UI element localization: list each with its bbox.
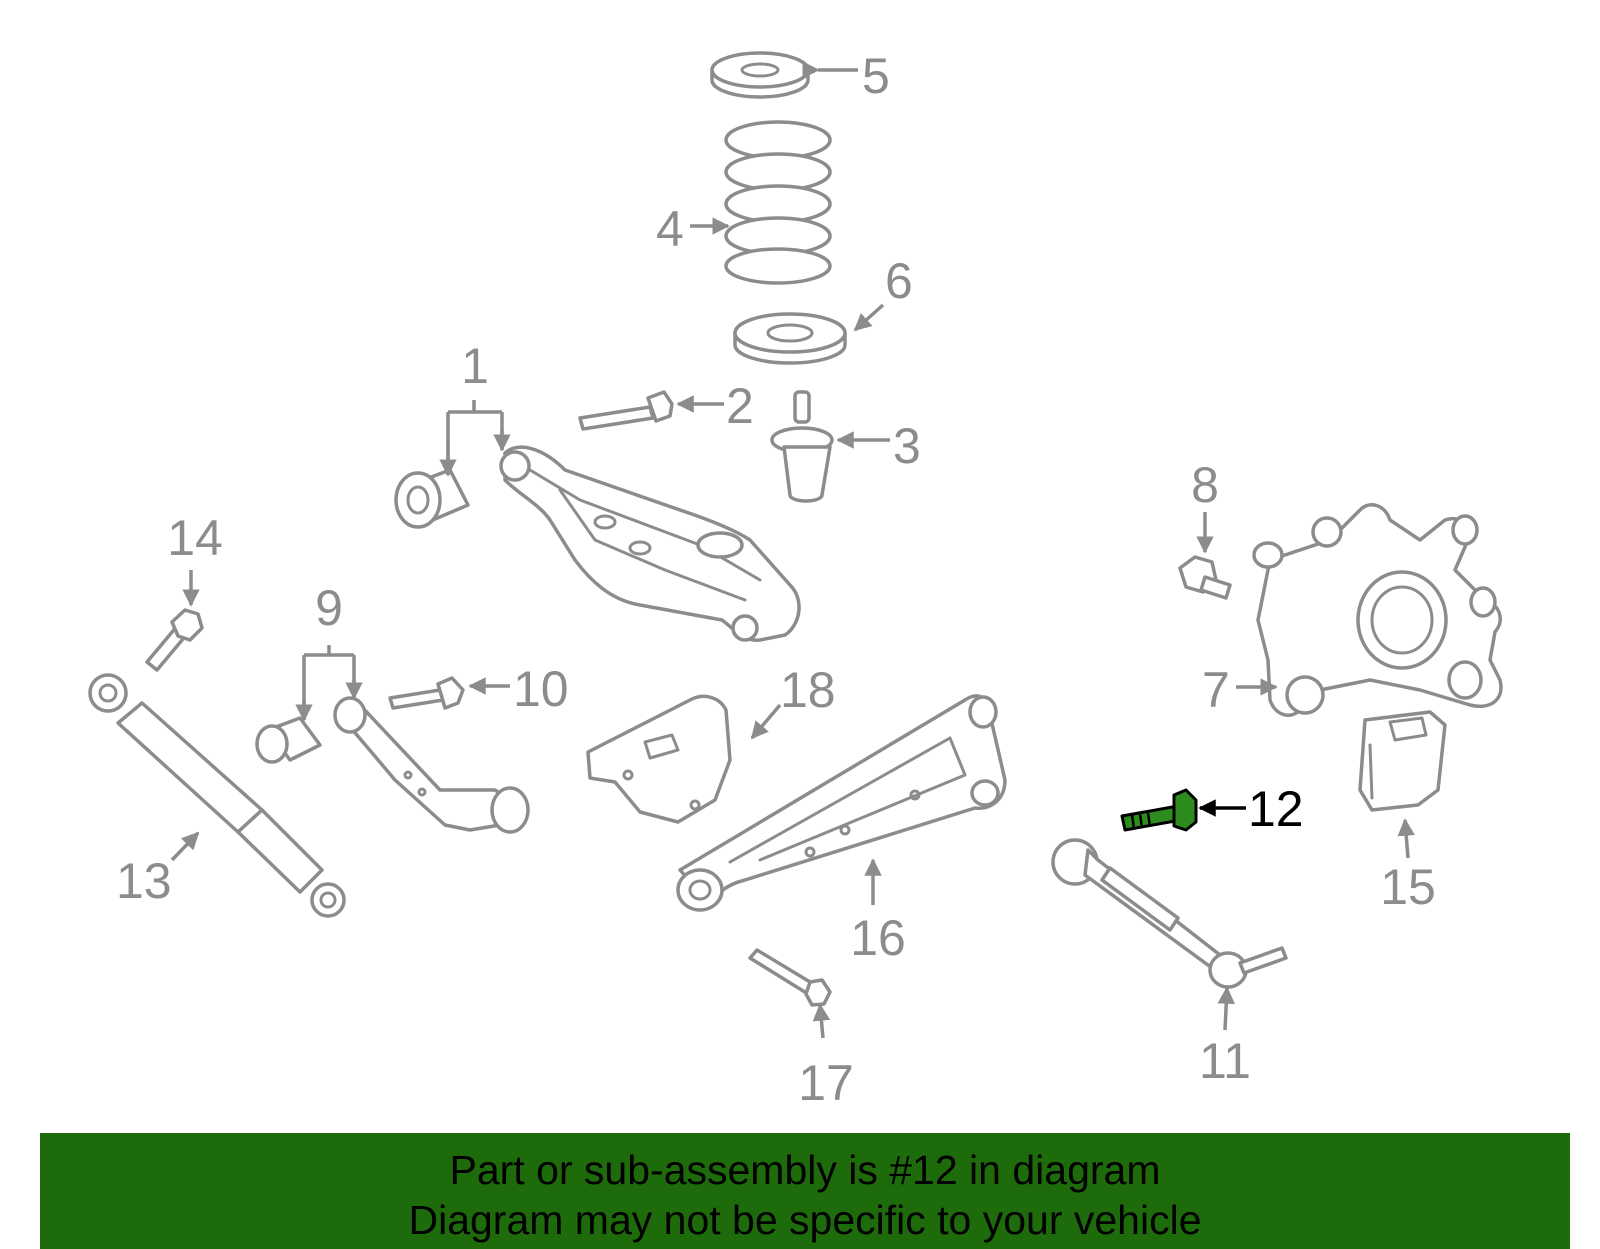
callout-4: 4 bbox=[656, 201, 684, 257]
callout-9: 9 bbox=[315, 580, 343, 636]
part-15-bracket[interactable] bbox=[1358, 710, 1447, 812]
parts-diagram: 1 2 3 4 5 6 7 8 9 10 11 12 13 14 15 16 1… bbox=[88, 48, 1503, 1111]
callout-10: 10 bbox=[513, 661, 569, 717]
callout-8: 8 bbox=[1191, 457, 1219, 513]
callout-7: 7 bbox=[1202, 662, 1230, 718]
callout-13: 13 bbox=[116, 853, 172, 909]
callout-1: 1 bbox=[461, 338, 489, 394]
part-11-toe-link[interactable] bbox=[1051, 838, 1288, 989]
banner-line-part-number: Part or sub-assembly is #12 in diagram bbox=[449, 1147, 1161, 1193]
part-3-bump-stop[interactable] bbox=[770, 390, 834, 503]
info-banner: Part or sub-assembly is #12 in diagram D… bbox=[40, 1133, 1570, 1249]
part-7-knuckle[interactable] bbox=[1252, 503, 1503, 717]
part-1-lower-control-arm[interactable] bbox=[499, 445, 801, 642]
part-2-bolt[interactable] bbox=[578, 390, 674, 431]
callout-14: 14 bbox=[167, 510, 223, 566]
callout-11: 11 bbox=[1199, 1033, 1251, 1089]
banner-line-disclaimer: Diagram may not be specific to your vehi… bbox=[408, 1197, 1202, 1243]
callout-2: 2 bbox=[726, 378, 754, 434]
part-12-bolt-highlighted[interactable] bbox=[1120, 788, 1198, 832]
part-9-bushing[interactable] bbox=[255, 716, 322, 764]
part-18-bracket[interactable] bbox=[586, 694, 732, 824]
callout-labels: 1 2 3 4 5 6 7 8 9 10 11 12 13 14 15 16 1… bbox=[116, 48, 1436, 1111]
part-10-bolt[interactable] bbox=[388, 676, 465, 710]
callout-6: 6 bbox=[885, 253, 913, 309]
callout-18: 18 bbox=[780, 662, 836, 718]
callout-15: 15 bbox=[1380, 859, 1436, 915]
part-4-coil-spring[interactable] bbox=[724, 120, 832, 285]
part-14-bolt[interactable] bbox=[145, 608, 204, 672]
part-6-lower-spring-seat[interactable] bbox=[733, 312, 847, 365]
callout-17: 17 bbox=[798, 1055, 854, 1111]
part-9-upper-arm[interactable] bbox=[333, 696, 530, 834]
leader-lines bbox=[170, 61, 1415, 1039]
part-17-bolt[interactable] bbox=[748, 948, 832, 1007]
part-5-upper-spring-seat[interactable] bbox=[710, 51, 810, 99]
callout-16: 16 bbox=[850, 910, 906, 966]
callout-12: 12 bbox=[1248, 781, 1304, 837]
part-16-trailing-arm[interactable] bbox=[676, 694, 1007, 912]
part-13-shock-absorber[interactable] bbox=[88, 673, 346, 918]
part-8-bolt[interactable] bbox=[1178, 555, 1232, 600]
callout-5: 5 bbox=[862, 48, 890, 104]
part-1-bushing[interactable] bbox=[394, 468, 470, 529]
callout-3: 3 bbox=[893, 418, 921, 474]
